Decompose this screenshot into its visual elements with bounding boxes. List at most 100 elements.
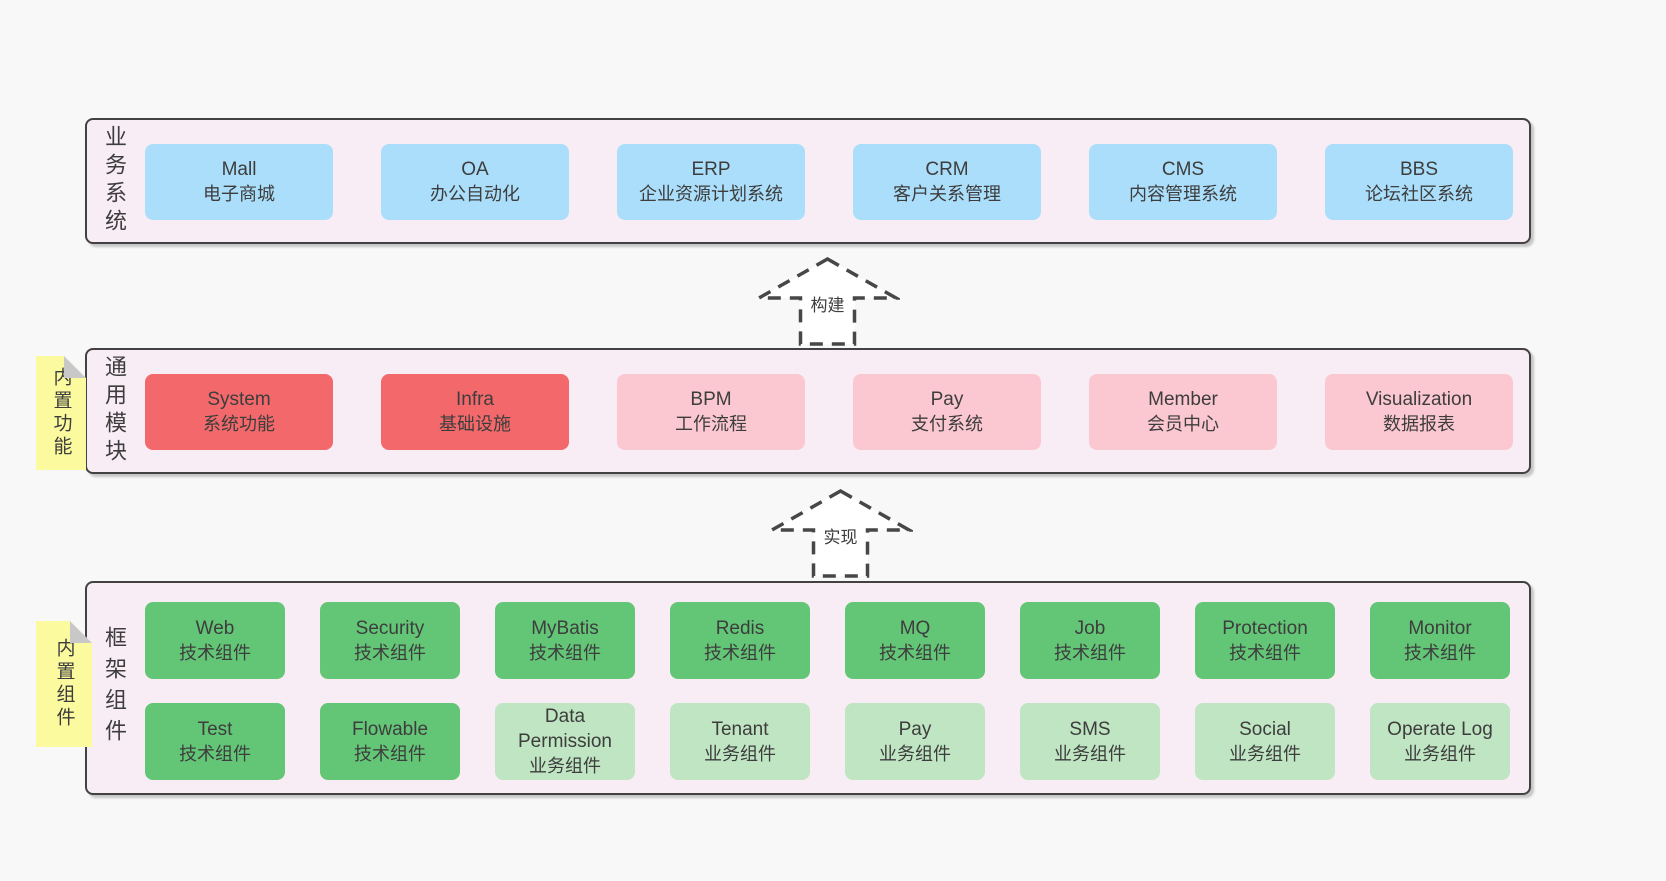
box-subtitle: 数据报表 [1383, 414, 1455, 434]
arrow-label: 实现 [820, 527, 861, 549]
note-label: 内置组件 [53, 638, 75, 730]
box-title: Flowable [351, 718, 429, 740]
box-cms: CMS 内容管理系统 [1089, 144, 1277, 220]
box-system: System 系统功能 [145, 374, 333, 450]
box-erp: ERP 企业资源计划系统 [617, 144, 805, 220]
note-label: 内置功能 [50, 367, 72, 459]
box-subtitle: 技术组件 [879, 642, 951, 663]
box-subtitle: 电子商城 [203, 184, 275, 204]
box-monitor: Monitor 技术组件 [1370, 602, 1510, 679]
arrow-implement: 实现 [768, 488, 913, 579]
box-bpm: BPM 工作流程 [617, 374, 805, 450]
box-title: Pay [930, 389, 964, 410]
box-security: Security 技术组件 [320, 602, 460, 679]
box-subtitle: 会员中心 [1147, 414, 1219, 434]
box-redis: Redis 技术组件 [670, 602, 810, 679]
box-subtitle: 论坛社区系统 [1365, 184, 1473, 204]
box-title: Member [1148, 389, 1218, 410]
box-title: MyBatis [531, 617, 599, 639]
box-web: Web 技术组件 [145, 602, 285, 679]
box-title: CMS [1161, 159, 1205, 180]
box-pay: Pay 支付系统 [853, 374, 1041, 450]
box-visualization: Visualization 数据报表 [1325, 374, 1513, 450]
box-subtitle: 技术组件 [179, 743, 251, 764]
box-subtitle: 客户关系管理 [893, 184, 1001, 204]
note-built-in-features: 内置功能 [36, 356, 86, 470]
box-subtitle: 系统功能 [203, 414, 275, 434]
layer-label: 业务系统 [102, 125, 127, 237]
box-subtitle: 业务组件 [1229, 743, 1301, 764]
box-title: Monitor [1408, 617, 1472, 639]
box-mall: Mall 电子商城 [145, 144, 333, 220]
box-title: ERP [691, 159, 731, 180]
box-subtitle: 技术组件 [1229, 642, 1301, 663]
box-title: OA [461, 159, 489, 180]
box-title: Security [355, 617, 425, 639]
layer-label: 通用模块 [102, 355, 127, 467]
box-title: System [207, 389, 271, 410]
box-subtitle: 支付系统 [911, 414, 983, 434]
arrow-label: 构建 [807, 295, 848, 317]
box-pay: Pay 业务组件 [845, 703, 985, 780]
box-title: Social [1239, 718, 1291, 740]
box-operate-log: Operate Log 业务组件 [1370, 703, 1510, 780]
box-subtitle: 技术组件 [1054, 642, 1126, 663]
box-title: Redis [715, 617, 765, 639]
box-title: CRM [925, 159, 969, 180]
box-test: Test 技术组件 [145, 703, 285, 780]
box-protection: Protection 技术组件 [1195, 602, 1335, 679]
box-title: Pay [898, 718, 932, 740]
box-data-permission: Data Permission 业务组件 [495, 703, 635, 780]
box-title: Data Permission [518, 706, 612, 752]
box-title: Visualization [1365, 389, 1473, 410]
box-job: Job 技术组件 [1020, 602, 1160, 679]
box-subtitle: 技术组件 [354, 743, 426, 764]
box-subtitle: 技术组件 [354, 642, 426, 663]
box-subtitle: 工作流程 [675, 414, 747, 434]
box-title: Test [197, 718, 233, 740]
box-title: Mall [221, 159, 257, 180]
box-title: BPM [690, 389, 732, 410]
box-subtitle: 业务组件 [1054, 743, 1126, 764]
box-subtitle: 技术组件 [529, 642, 601, 663]
box-subtitle: 企业资源计划系统 [639, 184, 783, 204]
arrow-build: 构建 [755, 256, 900, 347]
layer-label: 框架组件 [102, 626, 127, 750]
box-title: Protection [1222, 617, 1308, 639]
box-social: Social 业务组件 [1195, 703, 1335, 780]
box-flowable: Flowable 技术组件 [320, 703, 460, 780]
box-subtitle: 基础设施 [439, 414, 511, 434]
box-title: Infra [455, 389, 495, 410]
box-subtitle: 业务组件 [879, 743, 951, 764]
box-mq: MQ 技术组件 [845, 602, 985, 679]
box-bbs: BBS 论坛社区系统 [1325, 144, 1513, 220]
box-infra: Infra 基础设施 [381, 374, 569, 450]
box-mybatis: MyBatis 技术组件 [495, 602, 635, 679]
folded-corner-icon [64, 356, 86, 378]
box-title: Operate Log [1387, 718, 1493, 740]
box-title: BBS [1399, 159, 1439, 180]
box-subtitle: 业务组件 [1404, 743, 1476, 764]
box-subtitle: 业务组件 [529, 756, 601, 776]
box-subtitle: 技术组件 [1404, 642, 1476, 663]
box-title: MQ [899, 617, 931, 639]
box-title: SMS [1069, 718, 1111, 740]
box-subtitle: 内容管理系统 [1129, 184, 1237, 204]
layer-common-modules: 通用模块 System 系统功能 Infra 基础设施 BPM 工作流程 Pay 支付系统 Me… [85, 348, 1531, 474]
note-built-in-components: 内置组件 [36, 621, 92, 747]
box-title: Web [195, 617, 235, 639]
box-subtitle: 技术组件 [704, 642, 776, 663]
box-sms: SMS 业务组件 [1020, 703, 1160, 780]
box-grid: System 系统功能 Infra 基础设施 BPM 工作流程 Pay 支付系统 Member 会… [145, 374, 1513, 450]
box-title: Job [1074, 617, 1106, 639]
box-subtitle: 业务组件 [704, 743, 776, 764]
box-subtitle: 技术组件 [179, 642, 251, 663]
box-member: Member 会员中心 [1089, 374, 1277, 450]
